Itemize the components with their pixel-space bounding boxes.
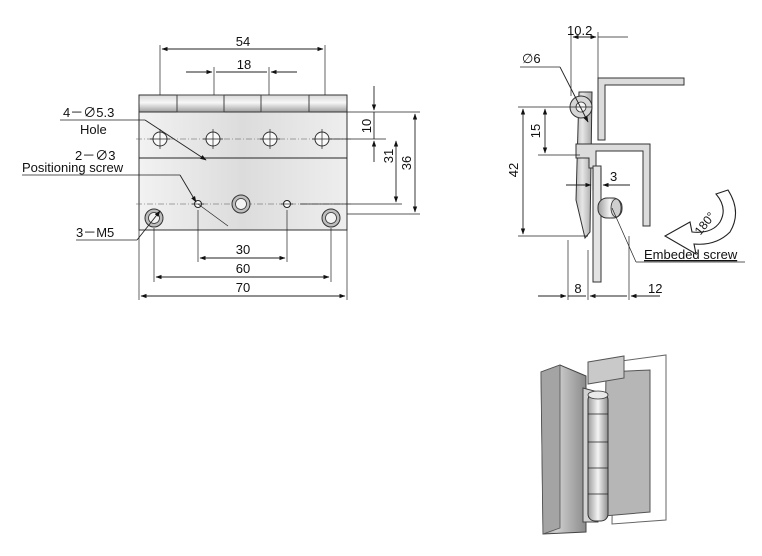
dim-54-label: 54 <box>236 34 250 49</box>
embedded-screw-label: Embeded screw <box>644 247 738 262</box>
dim-30-label: 30 <box>236 242 250 257</box>
side-leaf-left <box>575 91 593 240</box>
threaded-hole-m5 <box>231 194 251 214</box>
knuckle-segment <box>176 94 225 113</box>
dim-70-label: 70 <box>236 280 250 295</box>
dim-12-label: 12 <box>648 281 662 296</box>
positioning-screw-hole <box>281 200 293 208</box>
thread-callout: 3－M5 <box>76 225 114 240</box>
mounting-hole <box>260 129 280 149</box>
dim-60-label: 60 <box>236 261 250 276</box>
isometric-product-view <box>540 354 667 535</box>
iso-knuckle-column <box>587 392 609 522</box>
dim-3-label: 3 <box>610 169 617 184</box>
front-view: 54 18 10 31 36 30 60 7 <box>22 34 420 300</box>
dim-8-label: 8 <box>574 281 581 296</box>
side-frame-bracket <box>597 77 685 141</box>
hole-label: Hole <box>80 122 107 137</box>
hole-callout: 4－∅5.3 <box>63 105 114 120</box>
dim-18-label: 18 <box>237 57 251 72</box>
mounting-hole <box>312 129 332 149</box>
dim-10-label: 10 <box>359 119 374 133</box>
hinge-plate-lower <box>138 157 348 231</box>
side-plate <box>592 165 602 283</box>
dim-36-label: 36 <box>399 156 414 170</box>
threaded-hole-m5 <box>321 208 341 228</box>
dim-d6-label: ∅6 <box>522 51 541 66</box>
side-z-bracket <box>575 143 651 227</box>
dim-42-label: 42 <box>506 163 521 177</box>
side-view: 10.2 ∅6 15 42 3 8 12 Embeded screw <box>506 23 745 300</box>
mounting-hole <box>203 129 223 149</box>
knuckle-segment <box>260 94 310 113</box>
dim-10-2-label: 10.2 <box>567 23 592 38</box>
dim-15-label: 15 <box>528 124 543 138</box>
knuckle-band <box>138 94 348 113</box>
positioning-label: Positioning screw <box>22 160 124 175</box>
mounting-hole <box>150 129 170 149</box>
iso-top-ledge <box>587 355 625 385</box>
positioning-callout: 2－∅3 <box>75 148 115 163</box>
iso-middle-leaf <box>603 369 651 517</box>
dim-31-label: 31 <box>381 149 396 163</box>
hinge-plate-upper <box>138 111 348 159</box>
rotation-arrow-icon <box>663 189 737 256</box>
